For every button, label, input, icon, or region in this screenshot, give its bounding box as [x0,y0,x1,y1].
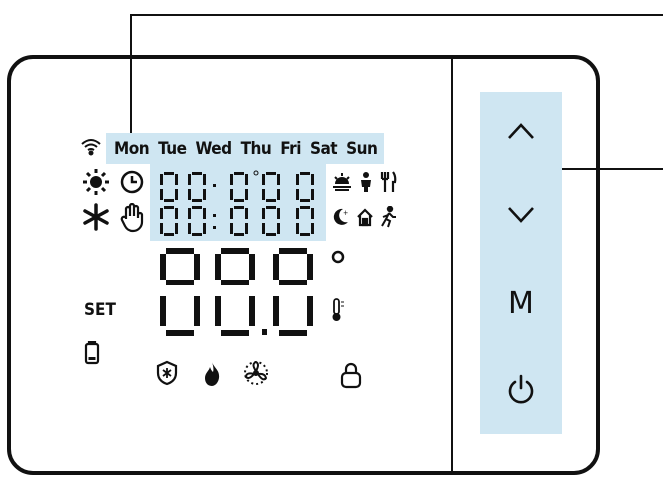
wifi-icon [80,136,102,156]
flame-icon [202,361,222,387]
mode-button[interactable]: M [508,285,534,321]
time-display [150,164,326,241]
set-label: SET [84,300,116,320]
hand-icon [119,203,147,233]
moon-icon: + [332,207,350,227]
frost-protection-icon [155,360,179,386]
day-fri: Fri [280,138,301,159]
callout-line-buttons [560,168,663,170]
day-thu: Thu [240,138,272,159]
degree-icon [331,250,345,264]
day-mon: Mon [114,138,150,159]
callout-line-display-vertical [130,14,132,134]
power-button[interactable] [480,364,562,414]
walking-icon [379,206,397,228]
dining-icon [379,171,397,193]
thermostat-frame [7,55,600,475]
chevron-down-icon [508,207,534,223]
clock-icon [119,169,145,195]
power-icon [508,374,534,404]
snowflake-icon [82,203,110,231]
fan-icon [243,360,269,386]
time-segments [160,170,314,236]
home-icon [356,207,374,227]
day-strip: Mon Tue Wed Thu Fri Sat Sun [106,133,384,164]
day-sat: Sat [309,138,338,159]
temperature-segments [160,248,313,336]
day-tue: Tue [158,138,187,159]
person-icon [358,171,374,193]
button-panel: M [480,92,562,434]
callout-line-display-horizontal [130,14,663,16]
day-sun: Sun [346,138,378,159]
sun-icon [82,168,110,196]
svg-text:+: + [343,209,348,217]
battery-icon [84,341,100,365]
sunrise-icon [332,172,352,192]
up-button[interactable] [480,106,562,156]
day-wed: Wed [195,138,232,159]
down-button[interactable] [480,190,562,240]
lock-icon [340,361,362,389]
panel-divider [451,57,453,473]
thermometer-icon [331,298,345,322]
chevron-up-icon [508,123,534,139]
